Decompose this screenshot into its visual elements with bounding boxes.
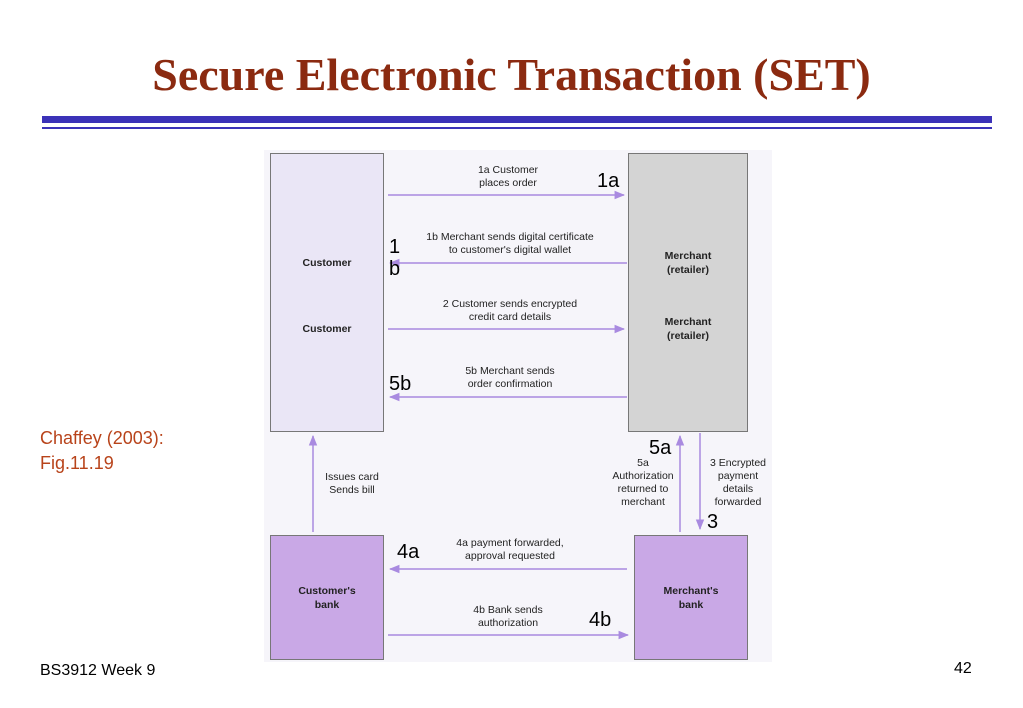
merchant-label-top: Merchant (retailer) (664, 250, 712, 276)
citation: Chaffey (2003): Fig.11.19 (40, 428, 164, 473)
step-marker-5b: 5b (389, 373, 412, 395)
step-marker-3: 3 (707, 511, 719, 533)
customer-label-bottom: Customer (302, 323, 352, 335)
label-2: 2 Customer sends encrypted credit card d… (442, 298, 578, 323)
step-marker-1a: 1a (597, 170, 620, 192)
footer-course: BS3912 Week 9 (40, 662, 156, 679)
customers-bank-box: Customer's bank (270, 535, 384, 660)
label-5a: 5a Authorization returned to merchant (612, 457, 674, 508)
page-number: 42 (954, 660, 972, 677)
label-4a: 4a payment forwarded, approval requested (456, 537, 564, 562)
label-1b: 1b Merchant sends digital certificate to… (426, 231, 594, 256)
merchant-label-bottom: Merchant (retailer) (664, 316, 712, 342)
title-divider (42, 116, 992, 123)
slide-title: Secure Electronic Transaction (SET) (152, 49, 871, 100)
step-marker-1b: 1 b (389, 236, 401, 280)
customers-bank-label: Customer's bank (298, 585, 356, 611)
merchants-bank-label: Merchant's bank (663, 585, 719, 611)
step-marker-4b: 4b (589, 609, 612, 631)
step-marker-5a: 5a (649, 437, 672, 459)
merchant-box: Merchant (retailer) Merchant (retailer) (628, 153, 748, 432)
label-3: 3 Encrypted payment details forwarded (709, 457, 767, 508)
customer-label-top: Customer (302, 257, 352, 269)
label-1a: 1a Customer places order (477, 164, 539, 189)
label-5b: 5b Merchant sends order confirmation (465, 365, 555, 390)
merchants-bank-box: Merchant's bank (634, 535, 748, 660)
step-marker-4a: 4a (397, 541, 420, 563)
customer-box: Customer Customer (270, 153, 384, 432)
title-divider-thin (42, 127, 992, 129)
label-4b: 4b Bank sends authorization (473, 604, 543, 629)
label-issues-card: Issues card Sends bill (325, 471, 379, 496)
